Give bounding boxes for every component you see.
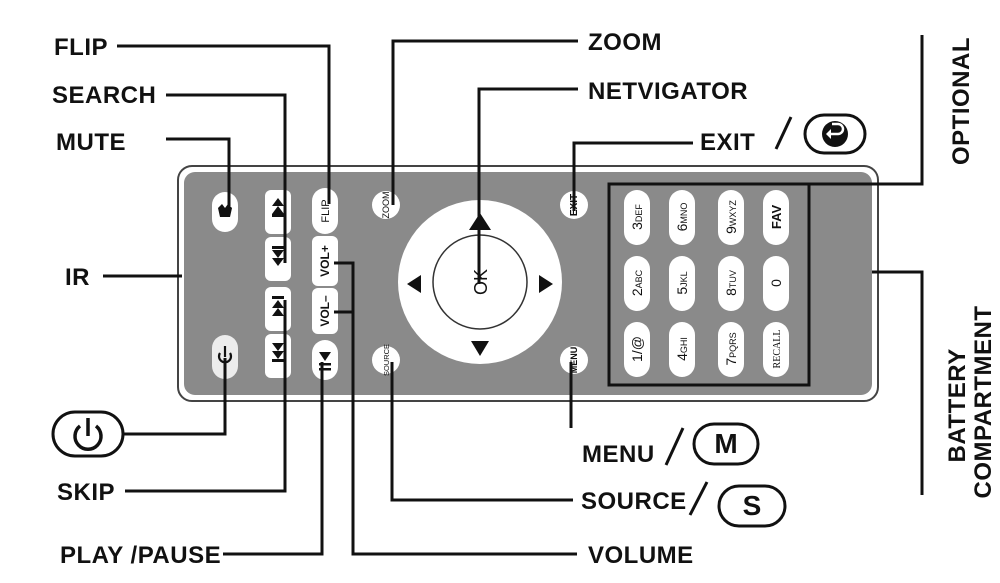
leader-skip [125,300,287,493]
menu-key-icon [692,422,760,466]
nav-down-arrow-icon[interactable] [471,341,489,356]
leader-battery [872,270,924,495]
keypad-key-label: 5JKL [674,271,690,294]
exit-slash [774,116,793,150]
leader-lines [103,35,924,556]
label-zoom: ZOOM [588,29,662,56]
label-play-pause: PLAY /PAUSE [60,542,221,569]
nav-right-arrow-icon[interactable] [539,275,553,293]
keypad-key-label: 9WXYZ [723,200,739,234]
vol-plus-button[interactable] [312,236,338,286]
keypad-key-label: 2ABC [629,269,645,296]
keypad-key-label: 0 [768,279,784,287]
source-slash [688,481,709,516]
menu-slash [664,427,685,466]
menu-key-letter: M [714,428,737,459]
flip-button[interactable] [312,188,338,234]
source-key-icon [717,484,787,528]
keypad-key-label: 7PQRS [723,332,739,365]
label-menu: MENU [582,441,655,468]
keypad-key-label: 1/@ [629,336,645,362]
keypad-key-label: RECALL [772,330,783,369]
source-key-letter: S [743,490,762,521]
search-up-icon [272,198,284,217]
search-down-icon [272,246,284,266]
keypad-key-4[interactable] [669,322,695,377]
leader-source [390,362,573,502]
source-button-label: SOURCE [382,344,391,376]
leader-play-pause [223,362,324,556]
leader-volume-upper [334,261,355,312]
keypad-key-6[interactable] [669,190,695,245]
label-ir: IR [65,264,90,291]
label-exit: EXIT [700,129,755,156]
keypad-key-9[interactable] [718,190,744,245]
label-volume: VOLUME [588,542,694,569]
skip-forward-icon [272,343,284,362]
label-battery-line2: COMPARTMENT [970,305,997,498]
label-mute: MUTE [56,129,126,156]
leader-mute [166,137,231,206]
keypad-key-label: FAV [769,205,784,230]
keypad-key-5[interactable] [669,256,695,311]
label-battery-line1: BATTERY [944,349,971,463]
keypad-key-label: 6MNO [674,203,690,232]
zoom-button-label: ZOOM [381,192,391,219]
flip-button-label: FLIP [320,199,332,222]
exit-symbol-icon [803,113,867,155]
leader-exit [572,141,693,211]
vol-plus-label: VOL+ [318,245,332,277]
keypad-key-fav[interactable] [763,190,789,245]
label-optional: OPTIONAL [948,37,975,165]
nav-left-arrow-icon[interactable] [407,275,421,293]
leader-power [123,358,227,436]
leader-zoom [391,39,578,205]
label-source: SOURCE [581,488,687,515]
keypad-key-8[interactable] [718,256,744,311]
leader-flip [117,44,331,204]
leader-volume [334,310,577,556]
label-battery-compartment: BATTERY COMPARTMENT [944,305,997,498]
mute-icon [218,204,232,217]
keypad-key-label: 3DEF [629,204,645,230]
leader-optional [808,35,924,186]
keypad-key-7[interactable] [718,322,744,377]
label-skip: SKIP [57,479,115,506]
keypad-key-2[interactable] [624,256,650,311]
keypad: 3DEF 6MNO 9WXYZ FAV 2ABC 5JKL 8TUV 0 1/@… [624,190,789,377]
play-pause-icon [319,352,331,371]
skip-back-icon [272,296,284,316]
keypad-key-1[interactable] [624,322,650,377]
power-callout-icon [51,410,125,458]
menu-button-label: MENU [569,347,579,374]
keypad-key-label: 8TUV [723,270,739,296]
label-search: SEARCH [52,82,156,109]
menu-button[interactable] [560,346,588,374]
keypad-key-recall[interactable] [763,322,789,377]
keypad-key-0[interactable] [763,256,789,311]
keypad-frame [607,182,811,387]
leader-netvigator [477,87,578,284]
keypad-key-label: 4GHI [674,337,690,361]
ok-button-label[interactable]: OK [471,269,491,295]
vol-minus-label: VOL– [318,295,332,327]
leader-search [166,93,287,263]
label-netvigator: NETVIGATOR [588,78,748,105]
vol-minus-button[interactable] [312,288,338,334]
keypad-key-3[interactable] [624,190,650,245]
label-flip: FLIP [54,34,108,61]
